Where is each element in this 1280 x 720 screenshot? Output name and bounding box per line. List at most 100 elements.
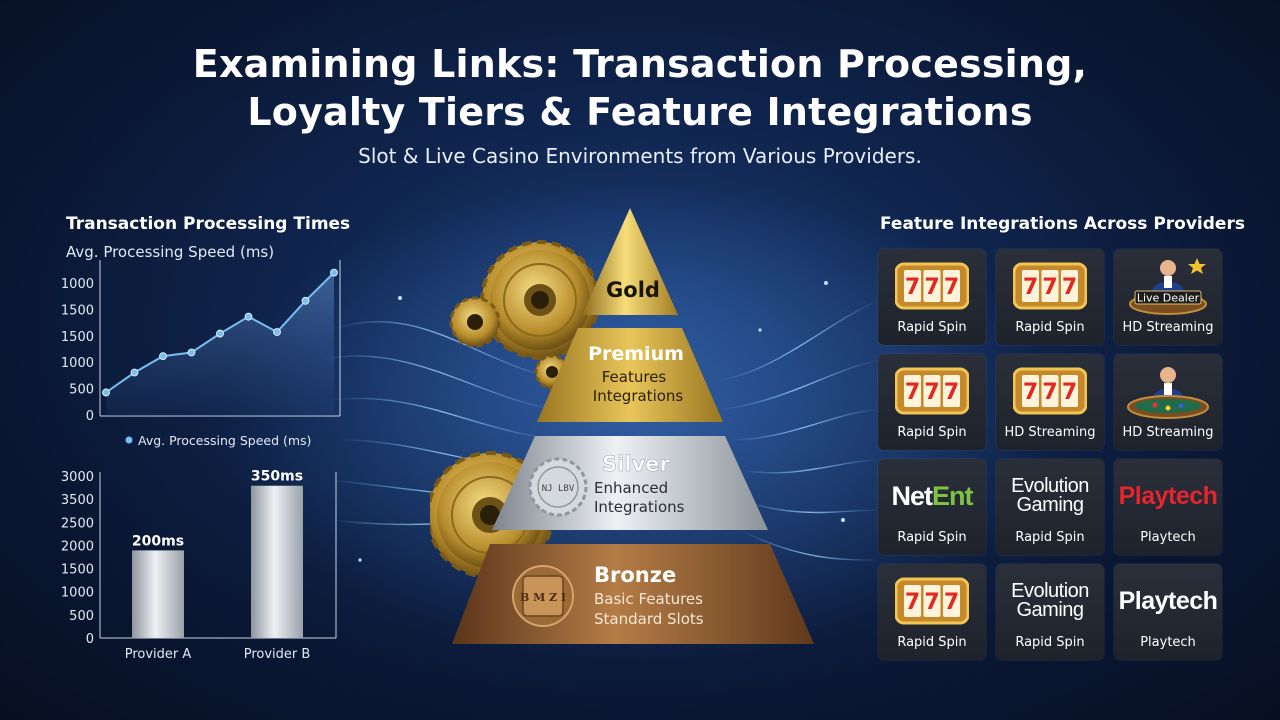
svg-text:7: 7 <box>944 380 959 405</box>
feature-card-caption: Rapid Spin <box>897 530 967 545</box>
line-chart-point <box>216 329 224 338</box>
bar-chart-y-tick-label: 1500 <box>61 563 94 578</box>
tier-premium-line-2: Integrations <box>593 387 684 405</box>
feature-card-caption: Rapid Spin <box>1015 530 1085 545</box>
svg-text:7: 7 <box>944 590 959 615</box>
feature-card[interactable]: Playtech Playtech <box>1114 564 1222 660</box>
bar-chart-data-label: 200ms <box>132 533 184 549</box>
line-chart-label: Avg. Processing Speed (ms) <box>66 243 275 261</box>
line-chart-point <box>273 328 281 336</box>
svg-text:7: 7 <box>1042 380 1057 405</box>
feature-card-caption: Rapid Spin <box>1015 320 1085 335</box>
netent-logo-net: Net <box>891 480 933 511</box>
live-dealer-table-icon <box>1114 360 1222 422</box>
svg-text:7: 7 <box>1062 380 1077 405</box>
feature-card-caption: Playtech <box>1140 635 1196 650</box>
bronze-badge-text: B M Z I <box>520 591 566 604</box>
playtech-logo: Playtech <box>1114 570 1222 632</box>
bar-chart-y-tick-label: 2500 <box>61 516 94 531</box>
bar-chart-y-tick-label: 3000 <box>61 470 94 485</box>
gear-icon-large-top <box>480 240 600 360</box>
svg-text:7: 7 <box>1042 275 1057 300</box>
netent-logo: NetEnt <box>878 465 986 527</box>
feature-card-caption: Rapid Spin <box>897 635 967 650</box>
feature-card-caption: HD Streaming <box>1004 425 1096 440</box>
line-chart-point <box>130 368 139 377</box>
netent-logo-ent: Ent <box>932 480 973 511</box>
playtech-logo-text: Playtech <box>1118 586 1218 615</box>
feature-card-caption: HD Streaming <box>1122 320 1214 335</box>
bar-chart-y-tick-label: 2000 <box>61 539 94 554</box>
tier-premium-label: Premium <box>588 343 684 365</box>
live-dealer-icon: Live Dealer <box>1114 255 1222 317</box>
line-chart-point <box>244 312 253 321</box>
feature-card-caption: Playtech <box>1140 530 1196 545</box>
svg-text:7: 7 <box>905 380 920 405</box>
line-chart-point <box>187 348 196 357</box>
feature-card-caption: Rapid Spin <box>897 425 967 440</box>
feature-card-caption: Rapid Spin <box>897 320 967 335</box>
bar-chart-bar <box>251 485 303 638</box>
line-chart-y-tick-label: 0 <box>86 409 94 424</box>
tier-silver-line-2: Integrations <box>594 498 685 516</box>
svg-text:7: 7 <box>905 590 920 615</box>
line-chart-area <box>106 272 334 416</box>
line-chart-y-tick-label: 1000 <box>61 356 94 371</box>
line-chart-y-tick-label: 1000 <box>61 277 94 292</box>
tier-bronze-line-1: Basic Features <box>594 590 703 608</box>
tier-silver-label: Silver <box>602 452 670 476</box>
bronze-badge-icon: B M Z I <box>512 565 574 627</box>
feature-card[interactable]: HD Streaming <box>1114 354 1222 450</box>
line-chart-y-tick-label: 1500 <box>61 330 94 345</box>
bar-chart-category-label: Provider B <box>244 647 311 662</box>
bar-chart-y-tick-label: 3500 <box>61 493 94 508</box>
svg-text:7: 7 <box>924 275 939 300</box>
tier-premium <box>537 328 723 422</box>
page-title-line-1: Examining Links: Transaction Processing, <box>192 42 1088 86</box>
svg-text:7: 7 <box>944 275 959 300</box>
tier-premium-line-1: Features <box>602 368 667 386</box>
feature-card[interactable]: Playtech Playtech <box>1114 459 1222 555</box>
evolution-logo-line-1: Evolution <box>1011 580 1089 602</box>
svg-text:7: 7 <box>1023 380 1038 405</box>
line-chart-y-tick-label: 1500 <box>61 303 94 318</box>
page-title: Examining Links: Transaction Processing,… <box>0 40 1280 136</box>
feature-card[interactable]: NetEnt Rapid Spin <box>878 459 986 555</box>
svg-text:7: 7 <box>924 380 939 405</box>
bar-chart-bar <box>132 550 184 638</box>
tier-gold-label: Gold <box>606 278 660 302</box>
bar-chart-y-tick-label: 0 <box>86 632 94 647</box>
transaction-panel-title: Transaction Processing Times <box>66 214 351 234</box>
line-chart-point <box>301 296 310 305</box>
tier-bronze-label: Bronze <box>594 563 676 587</box>
evolution-logo-line-2: Gaming <box>1016 599 1084 621</box>
feature-card-caption: HD Streaming <box>1122 425 1214 440</box>
line-chart-point <box>330 268 338 277</box>
star-icon <box>1188 258 1206 274</box>
line-chart-legend-marker <box>125 436 133 444</box>
line-chart-point <box>159 352 167 360</box>
silver-badge-icon: NJ LBV <box>528 457 588 517</box>
evolution-logo-line-2: Gaming <box>1016 494 1084 516</box>
live-dealer-sign: Live Dealer <box>1137 292 1200 305</box>
playtech-logo: Playtech <box>1114 465 1222 527</box>
tier-silver-line-1: Enhanced <box>594 479 668 497</box>
svg-text:7: 7 <box>905 275 920 300</box>
feature-card[interactable]: Live Dealer HD Streaming <box>1114 249 1222 345</box>
